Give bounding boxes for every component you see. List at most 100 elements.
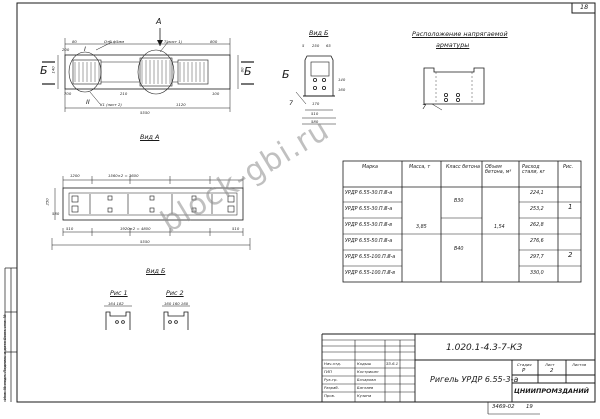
stamp-name: Кодыш	[357, 361, 372, 366]
dim-210: 210	[120, 91, 128, 96]
cut-mark-right: Б	[244, 65, 252, 78]
stamp-role: Рук.гр.	[324, 377, 338, 382]
table-volume: 1,54	[494, 225, 505, 230]
fig1-dims: 164 182	[108, 301, 124, 306]
stamp-name: Баглаев	[357, 385, 374, 390]
note-k1: K1 (лист 2)	[100, 102, 122, 107]
th-mark: Марка	[362, 165, 378, 170]
reinforcement-section	[423, 67, 485, 111]
table-row-mark: УРДР 6.55-30.П.Ⅲ-а	[345, 191, 393, 196]
note-t1: Т(лист 1)	[164, 39, 183, 44]
page-number: 18	[580, 3, 589, 11]
dim-800: 800	[210, 39, 218, 44]
stamp-stage-label: Стадия	[517, 362, 532, 367]
th-class: Класс бетона	[446, 165, 480, 170]
table-row-steel: 262,8	[530, 223, 544, 228]
va-dim-250: 250	[44, 198, 50, 206]
reinforcement-title-2: арматуры	[436, 41, 470, 49]
va-dim-spacing: 1560×2 = 3600	[108, 173, 139, 178]
page-number-box	[571, 2, 596, 14]
table-fig-1: 1	[568, 203, 573, 211]
vb-dim-510: 510	[311, 111, 319, 116]
dim-1120: 1120	[176, 102, 186, 107]
stamp-name: Бочарова	[357, 377, 376, 382]
th-fig: Рис.	[563, 165, 574, 170]
table-row-steel: 297,7	[530, 255, 544, 260]
view-arrow-a: A	[156, 17, 162, 26]
reinforcement-mark-7: 7	[422, 103, 427, 111]
dim-80-right: 80	[239, 67, 245, 73]
va-dim-580: 580	[52, 211, 60, 216]
stamp-code: 1.020.1-4.3-7-КЗ	[446, 343, 523, 353]
fig2-dims: 160 160 160	[164, 301, 189, 306]
footer-page: 19	[526, 404, 533, 410]
table-mass: 3,85	[416, 225, 427, 230]
dim-80: 80	[72, 39, 77, 44]
label-i: I	[84, 45, 86, 53]
table-row-mark: УРДР 6.55-30.П.Ⅲ-а	[345, 207, 393, 212]
vb-dim-580: 580	[311, 119, 319, 124]
table-row-mark: УРДР 6.55-30.П.Ⅲ-в	[345, 223, 393, 228]
table-class-1: В30	[454, 199, 464, 204]
th-volume: Объем бетона, м³	[485, 165, 512, 175]
table-row-mark: УРДР 6.55-100.П.Ⅲ-в	[345, 271, 396, 276]
title-block-grid	[321, 333, 595, 415]
vb-dim-65: 65	[326, 43, 331, 48]
view-b-title: Вид Б	[309, 29, 329, 37]
sheet-frame	[16, 2, 596, 403]
specification-table-grid	[342, 160, 582, 283]
dim-5550: 5550	[140, 110, 150, 115]
dim-700: 700	[64, 91, 72, 96]
stamp-role: ГИП	[324, 369, 332, 374]
stamp-sheet-label: Лист	[545, 362, 555, 367]
dim-140: 140	[50, 66, 56, 74]
view-b-section	[295, 55, 336, 125]
stamp-title: Ригель УРДР 6.55-3-а	[430, 375, 519, 384]
cut-mark-left: Б	[40, 64, 48, 77]
th-steel: Расход стали, кг	[522, 165, 546, 175]
stamp-name: Кузина	[357, 393, 372, 398]
table-row-steel: 253,2	[530, 207, 544, 212]
stamp-org: ЦНИИПРОМЗДАНИЙ	[514, 387, 590, 395]
view-a-title: Вид А	[140, 133, 160, 141]
fig2-title: Рис 2	[166, 289, 184, 297]
th-mass: Масса, т	[409, 165, 431, 170]
table-row-steel: 330,0	[530, 271, 544, 276]
stamp-date: ЗЗ.6.1	[386, 361, 399, 366]
stamp-role: Нач.отд.	[324, 361, 341, 366]
view-a-drawing	[51, 176, 251, 250]
va-dim-510-left: 510	[66, 226, 74, 231]
dim-200: 200	[62, 47, 70, 52]
dim-100: 100	[212, 91, 220, 96]
note-top: Отб.ф5мм	[104, 39, 125, 44]
side-binding-label: Инв. № подл. Подпись и дата Взам. инв. №	[2, 314, 7, 400]
va-dim-bottom: 1920×2 = 4800	[120, 226, 151, 231]
vb-dim-170: 170	[312, 101, 320, 106]
view-b-bottom-title: Вид Б	[146, 267, 166, 275]
vb-mark-7: 7	[289, 99, 294, 107]
vb-dim-250: 250	[312, 43, 320, 48]
figure-details	[104, 305, 190, 330]
stamp-stage: Р	[522, 368, 526, 374]
footer-code: 3469-02	[492, 404, 515, 410]
table-row-steel: 276,6	[530, 239, 544, 244]
va-dim-1200: 1200	[70, 173, 80, 178]
stamp-sheets-label: Листов	[572, 362, 587, 367]
vb-mark-b: Б	[282, 68, 290, 81]
table-class-2: В40	[454, 247, 464, 252]
stamp-sheet: 2	[550, 368, 554, 374]
table-row-steel: 224,1	[530, 191, 544, 196]
table-fig-2: 2	[568, 251, 573, 259]
va-dim-510-right: 510	[232, 226, 240, 231]
stamp-role: Пров.	[324, 393, 336, 398]
va-dim-5550: 5550	[140, 239, 150, 244]
plan-view	[42, 28, 254, 112]
label-ii: II	[86, 98, 90, 106]
table-row-mark: УРДР 6.55-50.П.Ⅲ-а	[345, 239, 393, 244]
reinforcement-title-1: Расположение напрягаемой	[412, 30, 508, 38]
vb-dim-140: 140	[338, 77, 346, 82]
stamp-name: Кострикин	[357, 369, 379, 374]
fig1-title: Рис 1	[110, 289, 128, 297]
vb-dim-160: 160	[338, 87, 346, 92]
table-row-mark: УРДР 6.55-100.П.Ⅲ-а	[345, 255, 396, 260]
